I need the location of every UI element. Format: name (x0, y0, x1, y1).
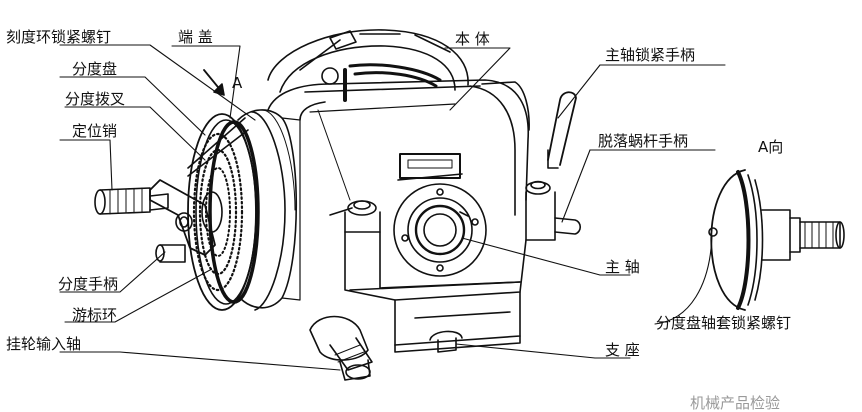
label-view-a: A向 (758, 138, 784, 156)
input-shaft (309, 315, 373, 381)
label-index-fork: 分度拨叉 (65, 90, 126, 108)
label-body: 本 体 (455, 30, 490, 48)
index-crank (94, 179, 216, 263)
index-plate (187, 113, 260, 311)
label-vernier-ring: 游标环 (72, 306, 118, 324)
label-spindle-lock-handle: 主轴锁紧手柄 (605, 46, 696, 64)
body-casting (267, 79, 582, 277)
view-a-inset (708, 169, 845, 311)
end-cover (237, 109, 301, 311)
leader-lines (59, 44, 726, 371)
label-index-plate-sleeve-lock-screw: 分度盘轴套锁紧螺钉 (656, 314, 792, 332)
label-locating-pin: 定位销 (72, 122, 118, 140)
label-arrow-a: A (232, 74, 243, 92)
watermark: 机械产品检验 (690, 394, 781, 412)
label-spindle: 主 轴 (605, 258, 640, 276)
label-change-gear-input-shaft: 挂轮输入轴 (6, 335, 82, 353)
label-index-crank: 分度手柄 (58, 275, 119, 293)
label-base: 支 座 (605, 341, 640, 359)
rear-chuck (267, 29, 469, 102)
label-dial-lock-screw: 刻度环锁紧螺钉 (6, 28, 112, 46)
label-worm-release-handle: 脱落蜗杆手柄 (598, 132, 689, 150)
label-end-cover: 端 盖 (178, 28, 213, 46)
label-index-plate: 分度盘 (72, 60, 118, 78)
base-support (344, 231, 527, 353)
